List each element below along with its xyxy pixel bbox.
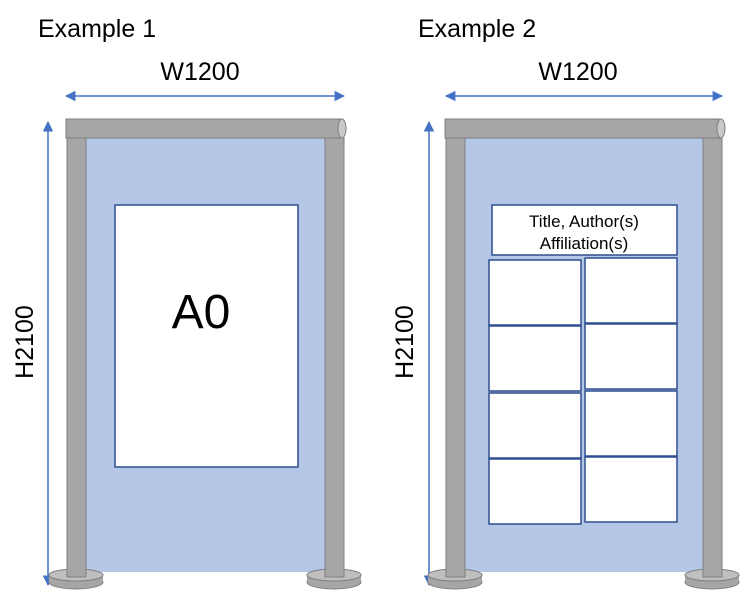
- example-2: Example 2 W1200 H2100 Title, Author(s) A…: [391, 15, 740, 590]
- example-2-panel: [488, 325, 582, 392]
- example-1: Example 1 W1200 H2100 A0: [11, 15, 362, 590]
- example-2-title: Example 2: [418, 15, 536, 43]
- example-1-width-label: W1200: [160, 58, 239, 86]
- example-2-height-label: H2100: [391, 305, 419, 379]
- example-2-top-bar: [444, 118, 722, 139]
- example-2-width-label: W1200: [538, 58, 617, 86]
- example-2-header-box: [491, 204, 678, 256]
- example-2-panel: [584, 456, 678, 523]
- example-1-title: Example 1: [38, 15, 156, 43]
- example-2-right-post: [702, 129, 723, 578]
- example-1-height-label: H2100: [11, 305, 39, 379]
- example-1-poster-label: A0: [172, 286, 231, 339]
- example-2-panel: [584, 323, 678, 390]
- example-2-panel: [584, 390, 678, 457]
- example-2-panel: [488, 458, 582, 525]
- example-2-panel: [584, 257, 678, 324]
- example-1-right-post: [324, 129, 345, 578]
- example-2-panel: [488, 392, 582, 459]
- example-1-top-bar: [65, 118, 343, 139]
- example-1-left-post: [66, 129, 87, 578]
- example-2-left-post: [445, 129, 466, 578]
- example-2-panel: [488, 259, 582, 326]
- example-2-header-line-1: Title, Author(s): [529, 212, 639, 231]
- example-2-header-line-2: Affiliation(s): [540, 234, 629, 253]
- example-1-a0-poster: [114, 204, 299, 468]
